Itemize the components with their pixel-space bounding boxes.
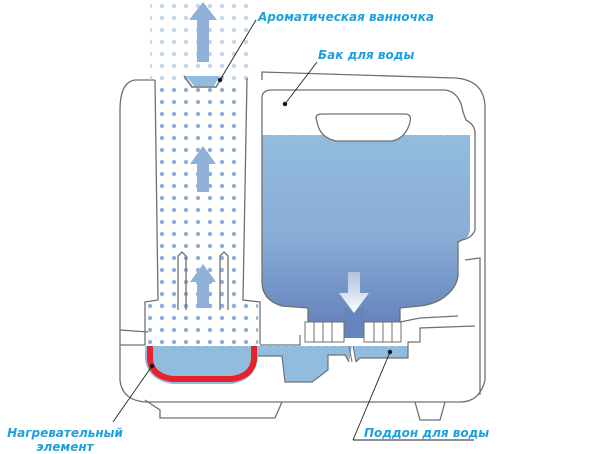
up-arrow-icon [190, 146, 216, 192]
water-tank [261, 89, 476, 338]
water-tray [144, 315, 476, 384]
steam-chimney [144, 77, 261, 345]
tank-valve [304, 321, 402, 343]
label-aroma-tray: Ароматическая ванночка [258, 10, 435, 24]
steam-column [148, 0, 258, 346]
label-heating-element-line1: Нагревательный [7, 426, 123, 440]
label-heating-element-line2: элемент [36, 440, 94, 454]
up-arrow-icon [190, 264, 216, 308]
label-water-tank: Бак для воды [318, 48, 415, 62]
down-arrow-icon [339, 272, 369, 313]
label-water-tray: Поддон для воды [364, 426, 490, 440]
up-arrow-icon [189, 2, 217, 62]
device-body [119, 71, 486, 421]
leader-lines [112, 19, 474, 441]
